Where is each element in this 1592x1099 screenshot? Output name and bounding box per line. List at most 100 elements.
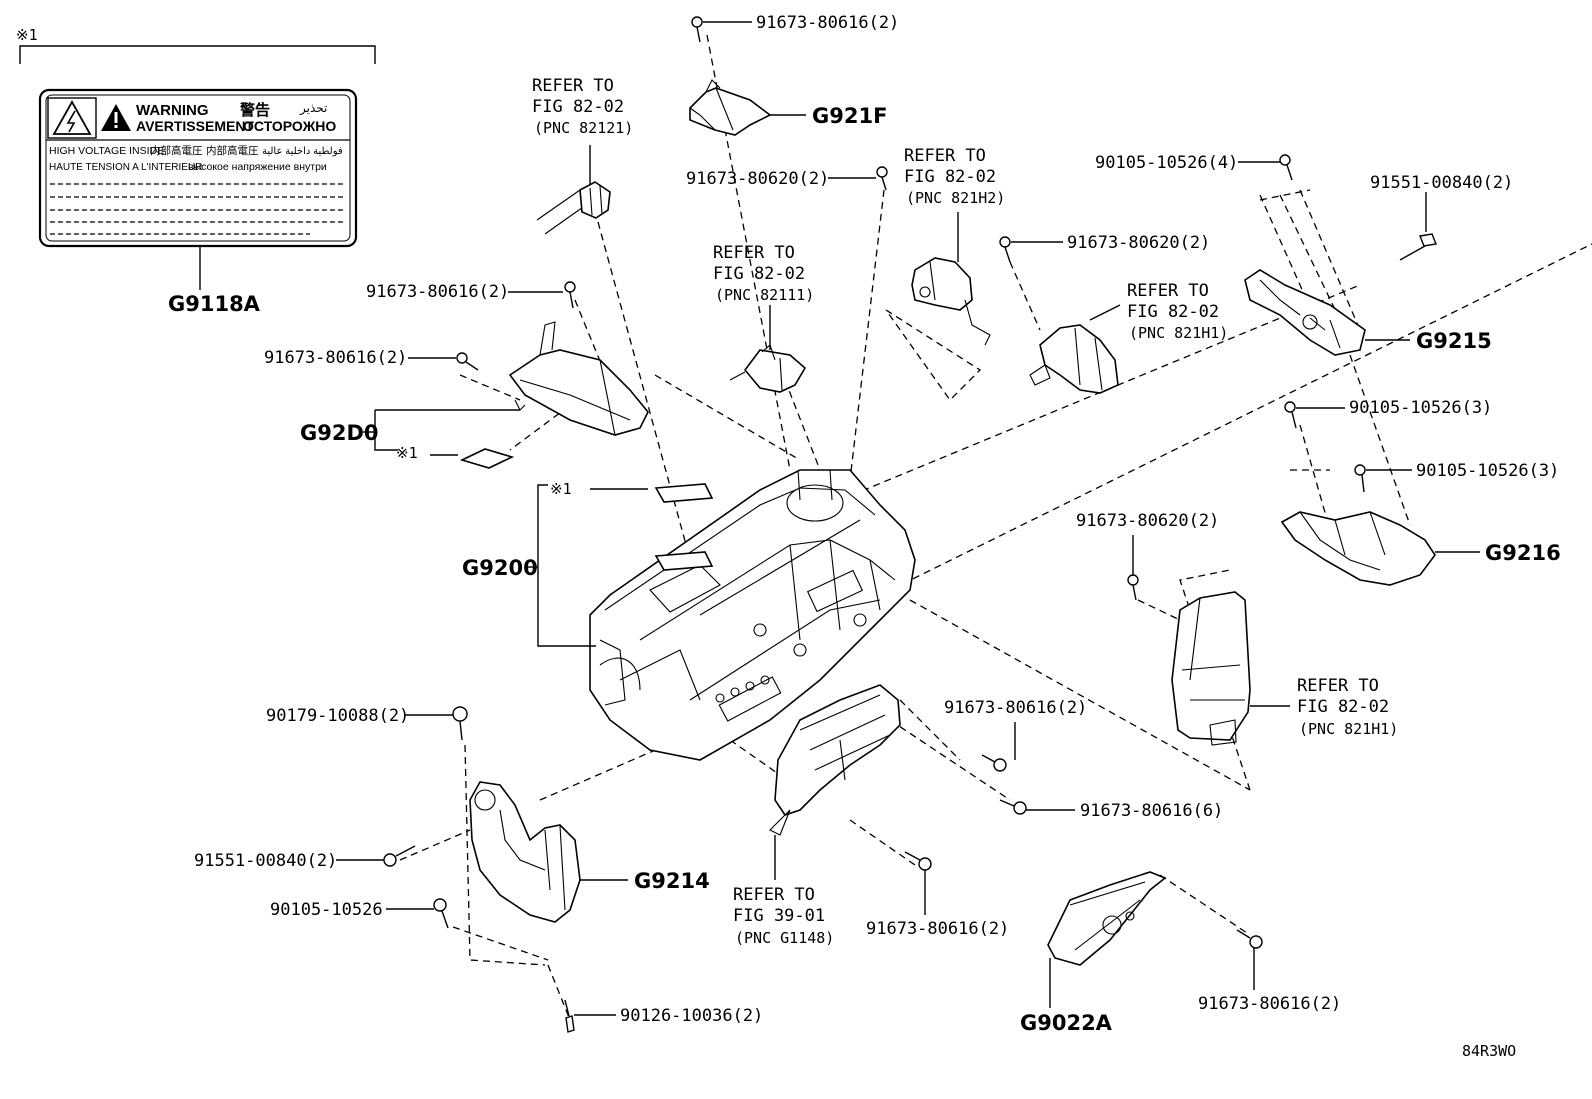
svg-text:(PNC 821H1): (PNC 821H1)	[1129, 324, 1228, 342]
fastener-label: 91551-00840(2)	[194, 851, 337, 871]
svg-text:FIG 82-02: FIG 82-02	[1297, 697, 1389, 717]
bolt-icon	[383, 845, 416, 867]
warning-text-ar: فولطية داخلية عالية	[262, 146, 343, 157]
bolt-icon	[564, 281, 576, 309]
fastener-label: 91673-80616(2)	[264, 348, 407, 368]
figure-id: 84R3WO	[1462, 1042, 1516, 1060]
label-marker-cover: ※1	[396, 444, 418, 462]
svg-text:(PNC 82121): (PNC 82121)	[534, 119, 633, 137]
fastener-label: 91673-80616(2)	[1198, 994, 1341, 1014]
fastener-label: 91673-80616(2)	[866, 919, 1009, 939]
bracket-g9215: G9215	[1244, 269, 1492, 356]
bolt-icon	[456, 352, 479, 371]
label-marker-main: ※1	[550, 480, 572, 498]
warning-text-ru: высокое напряжение внутри	[188, 161, 327, 173]
svg-text:REFER TO: REFER TO	[1297, 676, 1379, 696]
fastener-label: 90105-10526(3)	[1416, 461, 1559, 481]
svg-text:REFER TO: REFER TO	[713, 243, 795, 263]
part-code-g9022a: G9022A	[1020, 1011, 1113, 1035]
part-code-g9216: G9216	[1485, 541, 1561, 565]
warning-text-jp1: 内部高電圧	[150, 144, 203, 157]
svg-text:REFER TO: REFER TO	[532, 76, 614, 96]
part-code-g9214: G9214	[634, 869, 710, 893]
warning-title-ar: تحذير	[299, 101, 327, 116]
warning-triangle-icon	[101, 104, 131, 131]
warning-title-fr: AVERTISSEMENT	[136, 118, 254, 134]
label-marker-top: ※1	[16, 26, 38, 44]
fastener-label: 90126-10036(2)	[620, 1006, 763, 1026]
fastener-label: 90105-10526(4)	[1095, 153, 1238, 173]
fastener-label: 91673-80616(2)	[944, 698, 1087, 718]
svg-text:FIG 82-02: FIG 82-02	[1127, 302, 1219, 322]
label-bracket	[19, 45, 376, 64]
bolt-icon	[981, 754, 1007, 772]
part-code-g9200: G9200	[462, 556, 538, 580]
sensor-821h1-upper	[1029, 324, 1119, 394]
warning-label-group: ※1 WARNING AVERTISSEMENT 警告 تحذير ОСТОРО…	[16, 26, 376, 316]
fastener-label: 91673-80616(2)	[756, 13, 899, 33]
bolt-icon	[1279, 154, 1293, 181]
bolt-icons	[383, 16, 1437, 1033]
svg-text:FIG 39-01: FIG 39-01	[733, 906, 825, 926]
bolt-icon	[904, 851, 932, 871]
refer-note-82121: REFER TO FIG 82-02 (PNC 82121)	[532, 76, 633, 137]
bolt-icon	[691, 16, 703, 43]
refer-note-821h1-lower: REFER TO FIG 82-02 (PNC 821H1)	[1297, 676, 1398, 738]
bracket-g9216: G9216	[1280, 511, 1561, 586]
part-code-g92d0: G92D0	[300, 421, 379, 445]
bracket-g921f: G921F	[689, 79, 887, 136]
label-blank-lines	[50, 183, 346, 235]
bracket-g1148	[769, 684, 901, 880]
bolt-icon	[1399, 233, 1437, 261]
fastener-label: 91551-00840(2)	[1370, 173, 1513, 193]
svg-text:REFER TO: REFER TO	[904, 146, 986, 166]
warning-title-jp: 警告	[239, 101, 270, 119]
warning-text-jp2: 内部高電圧	[206, 144, 259, 157]
refer-note-821h1-upper: REFER TO FIG 82-02 (PNC 821H1)	[1127, 281, 1228, 342]
hose-connector-82121	[536, 181, 611, 235]
fastener-label: 91673-80616(2)	[366, 282, 509, 302]
high-voltage-icon	[52, 100, 92, 135]
bolt-icon	[1354, 464, 1366, 493]
warning-text-en: HIGH VOLTAGE INSIDE	[49, 145, 164, 157]
svg-text:FIG 82-02: FIG 82-02	[532, 97, 624, 117]
fastener-label: 90105-10526	[270, 900, 383, 920]
assembly-dashed-lines	[399, 34, 1592, 1021]
fastener-labels: 91673-80616(2) 91673-80616(2) 91673-8061…	[194, 13, 1559, 1026]
bolt-icon	[1127, 574, 1139, 601]
refer-to-labels: REFER TO FIG 82-02 (PNC 82121) REFER TO …	[532, 76, 1398, 947]
bolt-icon	[1236, 929, 1263, 949]
svg-text:(PNC 82111): (PNC 82111)	[715, 286, 814, 304]
svg-text:REFER TO: REFER TO	[1127, 281, 1209, 301]
warning-title-ru: ОСТОРОЖНО	[243, 118, 336, 134]
refer-note-821h2: REFER TO FIG 82-02 (PNC 821H2)	[904, 146, 1005, 207]
svg-text:(PNC 821H1): (PNC 821H1)	[1299, 720, 1398, 738]
bolt-icon	[999, 236, 1011, 263]
bolt-icon	[564, 999, 575, 1033]
fastener-label: 90179-10088(2)	[266, 706, 409, 726]
refer-note-g1148: REFER TO FIG 39-01 (PNC G1148)	[733, 885, 834, 947]
bolt-icon	[433, 898, 449, 929]
ecu-cover-g9022a: G9022A	[1020, 871, 1167, 1035]
fastener-label: 91673-80620(2)	[686, 169, 829, 189]
bolt-icon	[1284, 401, 1297, 429]
warning-text-fr: HAUTE TENSION A L'INTERIEUR	[49, 162, 202, 173]
part-code-g9118a: G9118A	[168, 292, 261, 316]
bolt-icon	[876, 166, 888, 191]
fastener-label: 91673-80620(2)	[1076, 511, 1219, 531]
warning-title-en: WARNING	[136, 102, 209, 119]
ecu-821h1-lower	[1171, 591, 1290, 746]
connector-82111	[729, 344, 807, 393]
bolt-icon	[452, 706, 468, 741]
refer-note-82111: REFER TO FIG 82-02 (PNC 82111)	[713, 243, 814, 304]
svg-text:(PNC 821H2): (PNC 821H2)	[906, 189, 1005, 207]
fastener-label: 91673-80620(2)	[1067, 233, 1210, 253]
sensor-821h2	[911, 257, 991, 346]
svg-text:(PNC G1148): (PNC G1148)	[735, 929, 834, 947]
svg-text:REFER TO: REFER TO	[733, 885, 815, 905]
svg-text:FIG 82-02: FIG 82-02	[713, 264, 805, 284]
fastener-label: 91673-80616(6)	[1080, 801, 1223, 821]
part-code-g9215: G9215	[1416, 329, 1492, 353]
part-code-g921f: G921F	[812, 104, 887, 128]
